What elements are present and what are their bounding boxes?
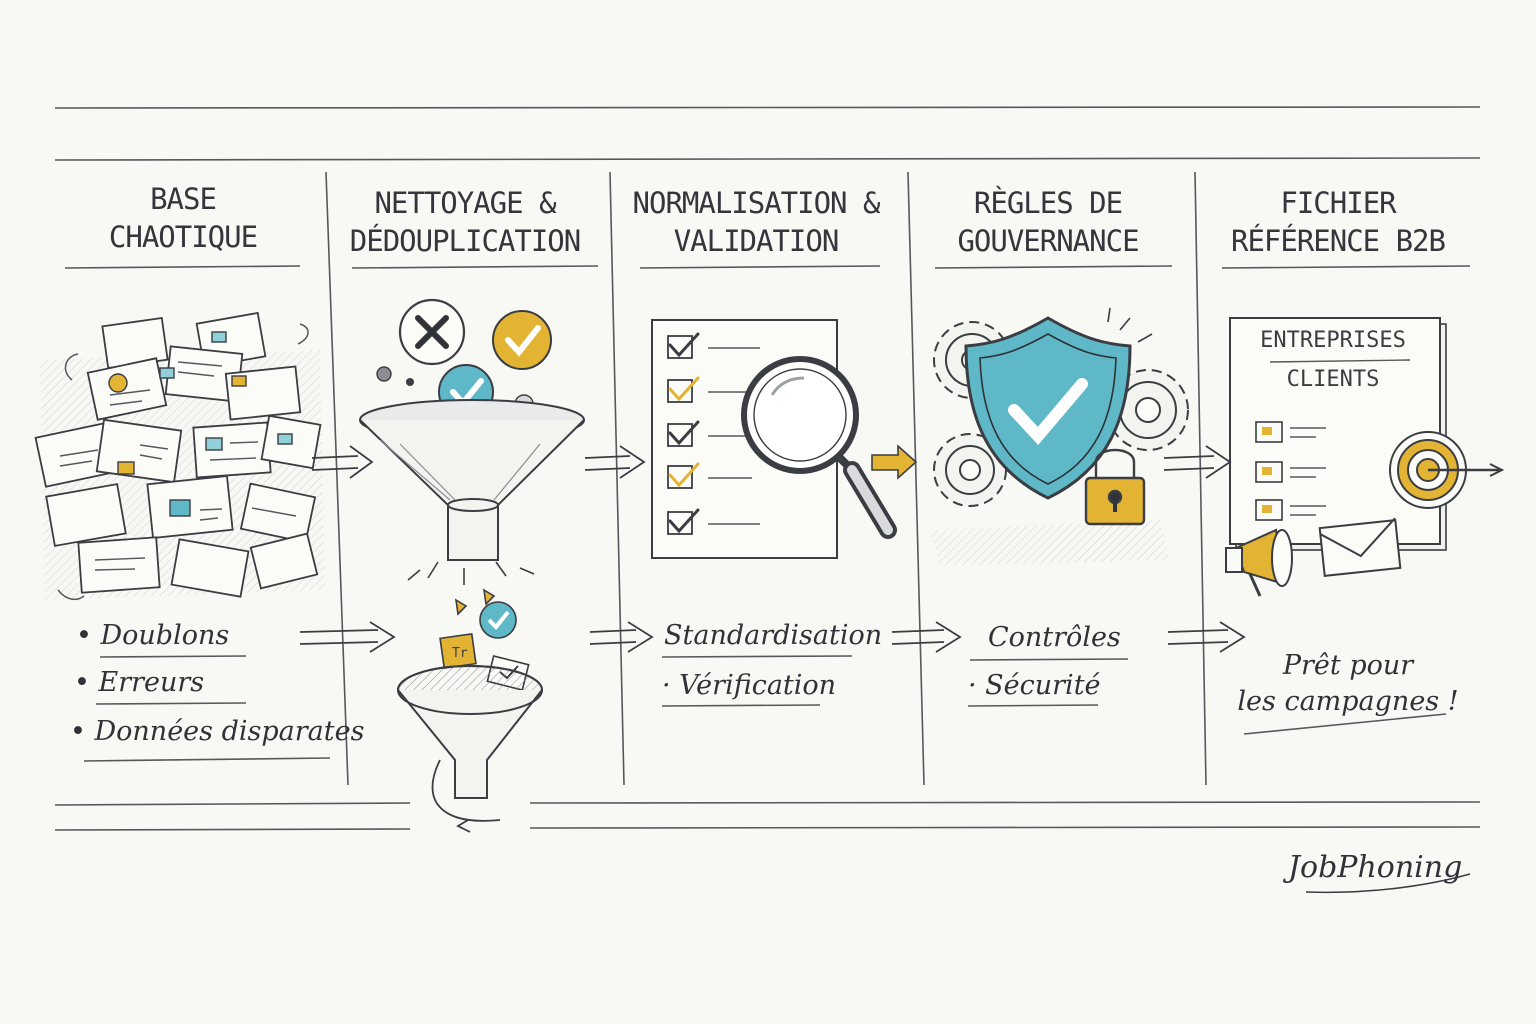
funnel-icon — [359, 399, 585, 561]
title-underlines — [64, 265, 1471, 269]
bullet-securite: · Sécurité — [968, 670, 1101, 701]
arrow-icon — [299, 621, 1246, 653]
envelope-icon — [1318, 517, 1402, 577]
x-circle-icon — [398, 298, 466, 366]
funnel-label: Tr — [452, 646, 468, 661]
megaphone-icon — [1225, 528, 1293, 597]
arrow-icon — [871, 444, 918, 480]
padlock-icon — [1084, 448, 1146, 526]
column-title-base-chaotique: BASE CHAOTIQUE — [108, 182, 258, 254]
bullet-donnees-disparates: • Données disparates — [70, 716, 365, 747]
column-title-nettoyage: NETTOYAGE & DÉDOUPLICATION — [349, 186, 581, 258]
bullet-verification: · Vérification — [662, 670, 837, 701]
scattered-documents-icon — [34, 311, 325, 601]
column-separators — [325, 171, 1207, 786]
funnel-icon — [397, 665, 543, 799]
column-title-normalisation: NORMALISATION & VALIDATION — [632, 186, 881, 258]
brand-logo: JobPhoning — [1288, 850, 1463, 885]
shield-check-icon — [964, 316, 1132, 500]
column-title-gouvernance: RÈGLES DE GOUVERNANCE — [957, 186, 1139, 258]
magnifier-icon — [741, 356, 897, 539]
doc-label-clients: CLIENTS — [1286, 367, 1380, 392]
frame-lines — [54, 106, 1481, 831]
tagline: Prêt pour les campagnes ! — [1237, 650, 1459, 717]
bullet-doublons: • Doublons — [76, 620, 230, 651]
arrow-icon — [311, 445, 1232, 479]
doc-label-entreprises: ENTREPRISES — [1260, 328, 1406, 353]
bullet-standardisation: Standardisation — [664, 620, 883, 651]
column-title-fichier-reference: FICHIER RÉFÉRENCE B2B — [1231, 186, 1446, 258]
check-circle-icon — [492, 310, 552, 370]
bullet-erreurs: • Erreurs — [74, 667, 205, 698]
gear-icon — [933, 433, 1007, 507]
bullet-controles: Contrôles — [988, 622, 1121, 653]
reference-document-icon — [1229, 317, 1447, 551]
target-icon — [1389, 431, 1505, 509]
bullet-underlines — [83, 655, 1447, 762]
